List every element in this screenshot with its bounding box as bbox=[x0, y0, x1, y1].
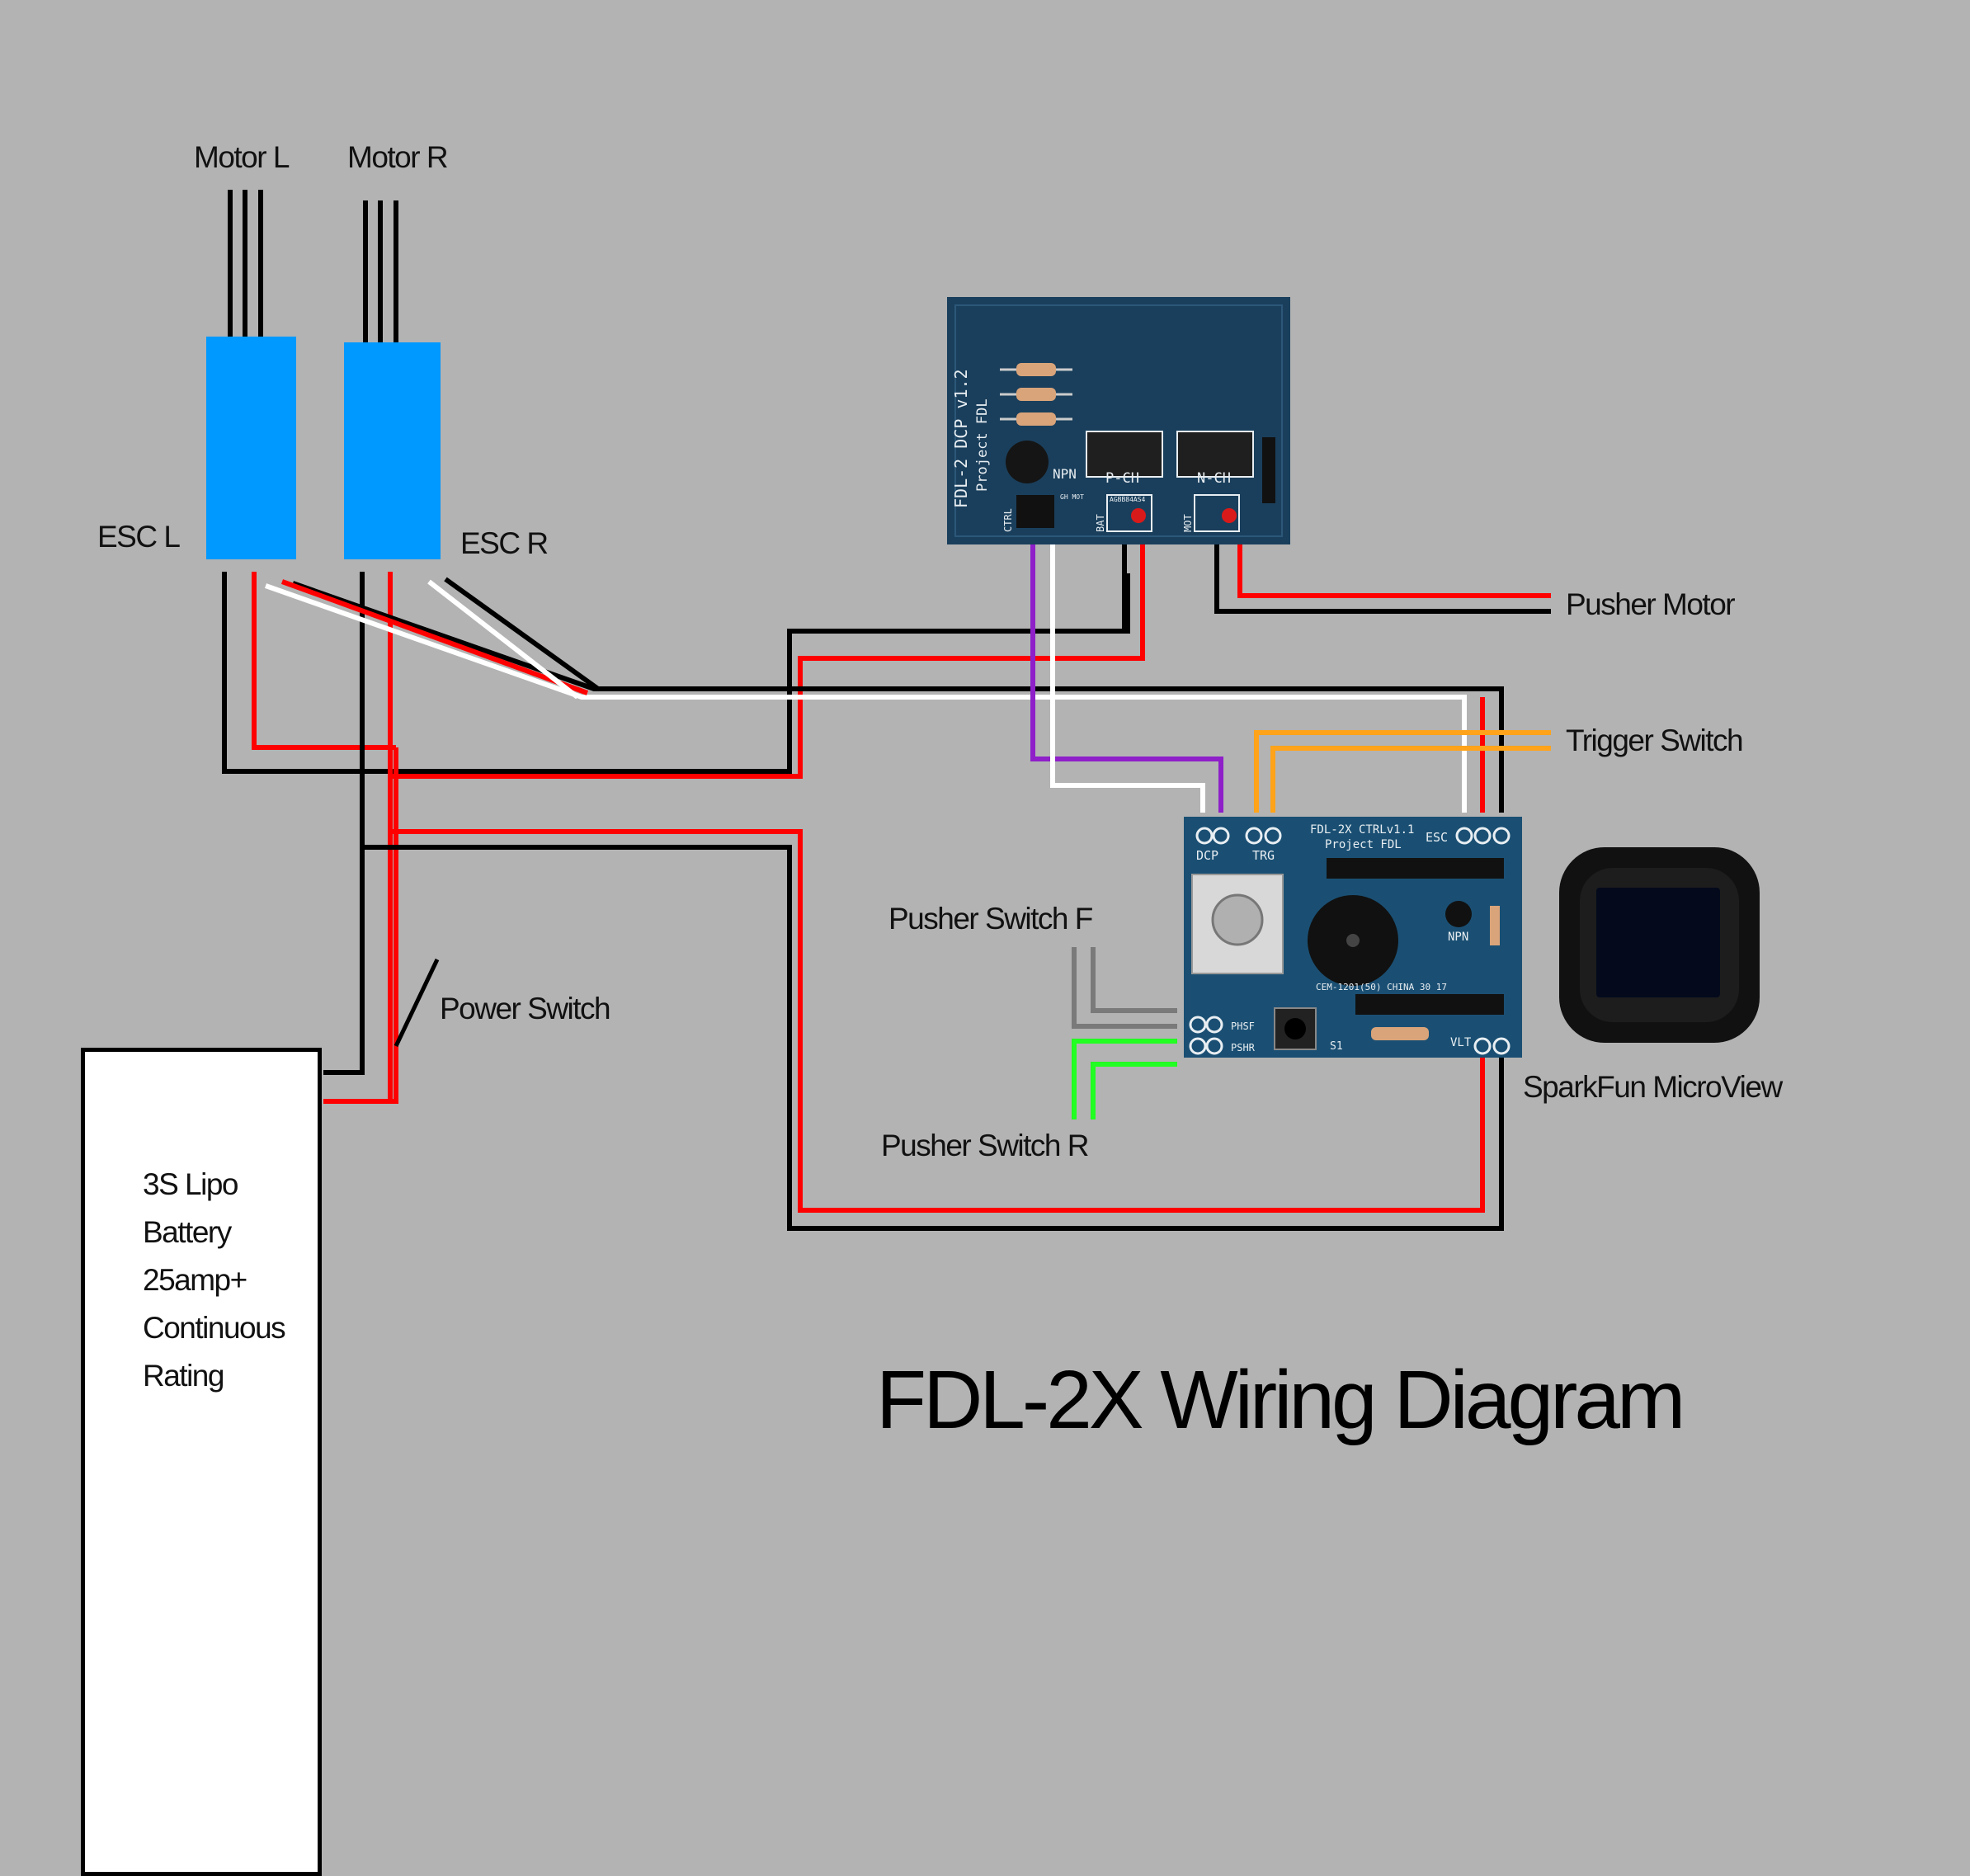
diagram-title: FDL-2X Wiring Diagram bbox=[876, 1354, 1685, 1446]
esc-r-label: ESC R bbox=[460, 526, 549, 560]
svg-text:GH MOT: GH MOT bbox=[1060, 493, 1084, 501]
esc-r-block bbox=[344, 342, 441, 559]
svg-text:NPN: NPN bbox=[1448, 931, 1468, 944]
power-wires bbox=[222, 572, 1504, 1231]
svg-text:AGBB84AS4: AGBB84AS4 bbox=[1110, 496, 1146, 503]
battery-line: 3S Lipo bbox=[143, 1167, 239, 1201]
motor-r-label: Motor R bbox=[347, 140, 449, 174]
svg-text:TRG: TRG bbox=[1252, 848, 1275, 863]
motor-l-label: Motor L bbox=[194, 140, 290, 174]
svg-text:FDL-2X CTRLv1.1: FDL-2X CTRLv1.1 bbox=[1310, 823, 1414, 837]
pusher-switch-r-label: Pusher Switch R bbox=[881, 1129, 1090, 1162]
svg-text:N-CH: N-CH bbox=[1197, 470, 1231, 487]
pusher-switch-r-wires bbox=[1072, 1039, 1177, 1119]
svg-text:NPN: NPN bbox=[1053, 466, 1077, 482]
esc-l-block bbox=[206, 337, 296, 559]
microview-device bbox=[1559, 847, 1760, 1043]
svg-text:PHSF: PHSF bbox=[1231, 1020, 1255, 1032]
svg-text:Project FDL: Project FDL bbox=[974, 398, 991, 492]
trigger-wires bbox=[1254, 730, 1551, 813]
trigger-switch-label: Trigger Switch bbox=[1566, 724, 1744, 757]
svg-text:CEM-1201(50) CHINA 30 17: CEM-1201(50) CHINA 30 17 bbox=[1316, 982, 1447, 992]
svg-text:P-CH: P-CH bbox=[1105, 470, 1139, 487]
dcp-resistors bbox=[1000, 363, 1072, 426]
power-switch-label: Power Switch bbox=[440, 992, 611, 1025]
motor-l-leads bbox=[228, 190, 263, 346]
dcp-board: FDL-2 DCP v1.2 Project FDL NPN P-CH N-CH… bbox=[947, 297, 1290, 544]
esc-l-label: ESC L bbox=[97, 520, 181, 554]
battery-line: Continuous bbox=[143, 1311, 286, 1345]
svg-text:DCP: DCP bbox=[1196, 848, 1218, 863]
svg-text:PSHR: PSHR bbox=[1231, 1042, 1256, 1053]
battery-line: 25amp+ bbox=[143, 1263, 247, 1297]
svg-text:VLT: VLT bbox=[1450, 1036, 1472, 1049]
svg-text:Project FDL: Project FDL bbox=[1325, 838, 1402, 851]
svg-text:S1: S1 bbox=[1330, 1040, 1343, 1053]
svg-text:CTRL: CTRL bbox=[1002, 508, 1014, 532]
svg-text:ESC: ESC bbox=[1426, 830, 1448, 845]
svg-text:MOT: MOT bbox=[1182, 514, 1194, 532]
wiring-diagram: FDL-2 DCP v1.2 Project FDL NPN P-CH N-CH… bbox=[206, 190, 1760, 1231]
ctrl-board: DCP TRG FDL-2X CTRLv1.1 Project FDL ESC … bbox=[1184, 817, 1522, 1058]
battery: 3S Lipo Battery 25amp+ Continuous Rating bbox=[81, 1048, 322, 1876]
dcp-control-wires bbox=[1030, 538, 1551, 813]
battery-line: Rating bbox=[143, 1359, 224, 1393]
pusher-switch-f-wires bbox=[1072, 947, 1177, 1029]
svg-text:FDL-2 DCP v1.2: FDL-2 DCP v1.2 bbox=[951, 369, 971, 508]
battery-line: Battery bbox=[143, 1215, 232, 1249]
svg-text:BAT: BAT bbox=[1095, 514, 1106, 532]
pusher-switch-f-label: Pusher Switch F bbox=[888, 902, 1093, 936]
pusher-motor-label: Pusher Motor bbox=[1566, 587, 1736, 621]
microview-label: SparkFun MicroView bbox=[1523, 1070, 1783, 1104]
motor-r-leads bbox=[363, 200, 398, 351]
battery-text: 3S Lipo Battery 25amp+ Continuous Rating bbox=[143, 1161, 286, 1400]
